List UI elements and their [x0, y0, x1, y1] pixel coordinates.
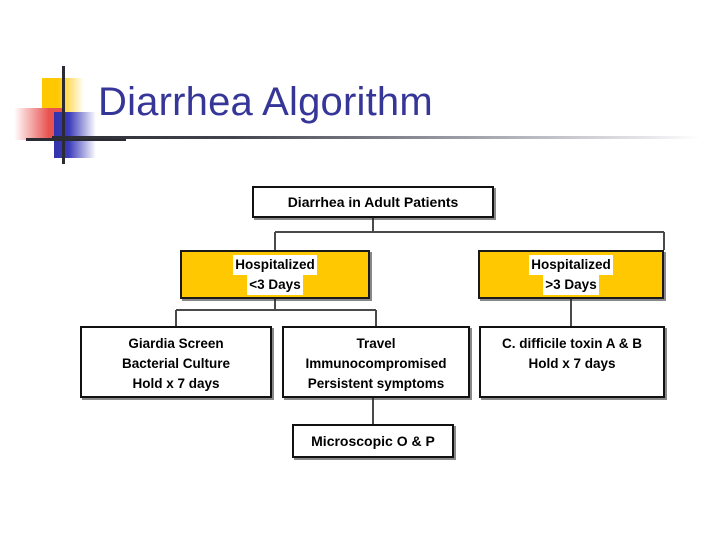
page-title: Diarrhea Algorithm: [98, 80, 433, 124]
node-line: Hold x 7 days: [528, 356, 616, 371]
node-hospitalized-greater-than-3-days[interactable]: Hospitalized >3 Days: [478, 250, 664, 299]
node-line: Microscopic O & P: [311, 433, 435, 449]
decorative-squares-motif: [14, 66, 126, 164]
vertical-bar-icon: [62, 66, 65, 164]
node-line: Travel: [356, 336, 396, 351]
node-line: Hospitalized: [529, 254, 613, 275]
node-line: Diarrhea in Adult Patients: [287, 194, 459, 210]
node-line: Persistent symptoms: [307, 376, 445, 391]
slide-header: Diarrhea Algorithm: [0, 0, 720, 164]
node-line: Hold x 7 days: [132, 376, 220, 391]
node-line: >3 Days: [543, 274, 599, 295]
node-line: Immunocompromised: [305, 356, 447, 371]
node-hospitalized-less-than-3-days[interactable]: Hospitalized <3 Days: [180, 250, 370, 299]
node-c-difficile-toxin-a-and-b[interactable]: C. difficile toxin A & B Hold x 7 days: [479, 326, 665, 398]
node-microscopic-o-and-p[interactable]: Microscopic O & P: [292, 424, 454, 458]
node-travel-immunocompromised-persistent-symptoms[interactable]: Travel Immunocompromised Persistent symp…: [282, 326, 470, 398]
node-line: Hospitalized: [233, 254, 317, 275]
node-line: Giardia Screen: [128, 336, 224, 351]
blue-square-icon: [54, 112, 96, 158]
node-giardia-screen-bacterial-culture[interactable]: Giardia Screen Bacterial Culture Hold x …: [80, 326, 272, 398]
node-line: C. difficile toxin A & B: [501, 336, 642, 351]
node-line: Bacterial Culture: [121, 356, 231, 371]
node-diarrhea-in-adult-patients[interactable]: Diarrhea in Adult Patients: [252, 186, 494, 218]
horizontal-bar-icon: [26, 138, 126, 141]
title-divider: [52, 136, 700, 139]
node-line: <3 Days: [247, 274, 303, 295]
